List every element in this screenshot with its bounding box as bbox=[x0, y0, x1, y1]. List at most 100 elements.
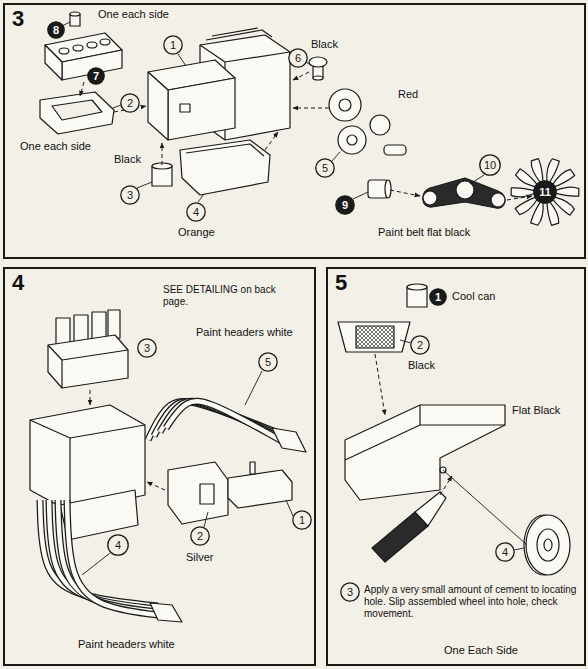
fan-belt bbox=[423, 191, 437, 205]
callout-outline bbox=[88, 68, 104, 84]
fan bbox=[531, 159, 543, 183]
part-label: Red bbox=[398, 88, 418, 101]
step-panel: 38716234510119 bbox=[3, 3, 586, 259]
header-collector bbox=[272, 428, 306, 452]
callout-number: 3 bbox=[347, 586, 353, 598]
part-label: Flat Black bbox=[512, 404, 560, 417]
callout-circle: 11 bbox=[533, 180, 557, 204]
fan bbox=[552, 169, 574, 187]
callout-circle: 3 bbox=[340, 582, 360, 602]
callout-outline bbox=[293, 511, 311, 529]
head-gasket bbox=[52, 100, 102, 120]
callout-outline bbox=[121, 94, 139, 112]
leader-lines bbox=[82, 553, 110, 575]
oil-pan bbox=[186, 144, 264, 156]
callout-number: 4 bbox=[502, 546, 508, 558]
part-label: Cool can bbox=[452, 290, 495, 303]
callout-number: 5 bbox=[322, 162, 328, 174]
wheel bbox=[544, 539, 552, 551]
fan bbox=[511, 159, 579, 226]
assembly-arrows bbox=[80, 72, 532, 495]
part-label: Paint belt flat black bbox=[378, 226, 470, 239]
callout-number: 1 bbox=[435, 291, 441, 303]
grille bbox=[356, 326, 394, 348]
assembly-arrows bbox=[293, 72, 309, 80]
intake-part bbox=[148, 72, 168, 140]
part-label: One Each Side bbox=[444, 644, 518, 657]
leader-lines bbox=[62, 22, 527, 575]
callout-outline bbox=[496, 543, 514, 561]
valve-cover bbox=[59, 48, 69, 54]
transmission bbox=[228, 470, 292, 508]
oil-pan bbox=[180, 140, 270, 195]
callout-circle: 3 bbox=[137, 338, 157, 358]
chassis-frame bbox=[345, 405, 505, 500]
headers bbox=[166, 401, 282, 441]
head-gasket bbox=[40, 92, 114, 134]
callout-number: 8 bbox=[53, 24, 59, 36]
valve-cover bbox=[87, 42, 97, 48]
leader-lines bbox=[470, 175, 484, 184]
grille bbox=[338, 322, 410, 352]
callout-outline bbox=[336, 196, 354, 214]
callout-outline bbox=[187, 203, 205, 221]
intake-part bbox=[180, 104, 190, 112]
breather-part bbox=[70, 12, 80, 26]
callout-outline bbox=[316, 159, 334, 177]
fan-belt bbox=[423, 178, 505, 208]
callout-circle: 2 bbox=[190, 526, 210, 546]
carburetor bbox=[48, 335, 128, 388]
cylinder-part bbox=[152, 163, 172, 186]
part-label: Paint headers white bbox=[196, 326, 293, 339]
leader-lines bbox=[198, 194, 204, 202]
note-text: SEE DETAILING on back page. bbox=[163, 284, 283, 308]
callout-number: 2 bbox=[417, 339, 423, 351]
part-label: Black bbox=[408, 359, 435, 372]
transmission bbox=[168, 462, 228, 524]
axle-part bbox=[372, 512, 428, 562]
callout-outline bbox=[534, 181, 556, 203]
cool-can bbox=[407, 284, 427, 290]
assembly-arrows bbox=[162, 143, 163, 165]
callout-number: 1 bbox=[299, 514, 305, 526]
callout-outline bbox=[121, 186, 139, 204]
fan bbox=[555, 187, 579, 196]
callout-number: 2 bbox=[197, 530, 203, 542]
leader-lines bbox=[178, 54, 186, 66]
callout-outline bbox=[108, 535, 128, 555]
callout-number: 4 bbox=[193, 206, 199, 218]
fan bbox=[515, 197, 537, 215]
callout-number: 3 bbox=[127, 189, 133, 201]
wheel bbox=[526, 515, 570, 575]
callout-number: 7 bbox=[93, 70, 99, 82]
callout-number: 6 bbox=[295, 52, 301, 64]
fan-belt bbox=[456, 181, 474, 199]
headers bbox=[148, 401, 282, 441]
assembly-arrows bbox=[80, 82, 84, 96]
callout-number: 3 bbox=[144, 342, 150, 354]
assembly-arrows bbox=[90, 390, 91, 405]
assembly-arrows bbox=[265, 132, 278, 150]
distributor bbox=[309, 57, 327, 80]
callout-outline bbox=[480, 155, 500, 175]
header-collector bbox=[150, 603, 182, 622]
assembly-arrows bbox=[440, 476, 452, 495]
part-label: Black bbox=[311, 38, 338, 51]
callout-circle: 4 bbox=[495, 542, 515, 562]
headers bbox=[40, 500, 158, 615]
valve-cover bbox=[45, 33, 122, 80]
callout-number: 11 bbox=[539, 186, 551, 198]
chassis-frame bbox=[345, 405, 505, 460]
leader-lines bbox=[204, 512, 208, 527]
callout-circle: 2 bbox=[120, 93, 140, 113]
alternator-pulleys bbox=[347, 135, 357, 145]
valve-cover bbox=[73, 45, 83, 51]
callout-number: 9 bbox=[342, 199, 348, 211]
callout-outline bbox=[191, 527, 209, 545]
valve-cover bbox=[100, 39, 110, 45]
oil-pan bbox=[180, 140, 270, 195]
callout-circle: 2 bbox=[410, 335, 430, 355]
part-label: Black bbox=[114, 153, 141, 166]
